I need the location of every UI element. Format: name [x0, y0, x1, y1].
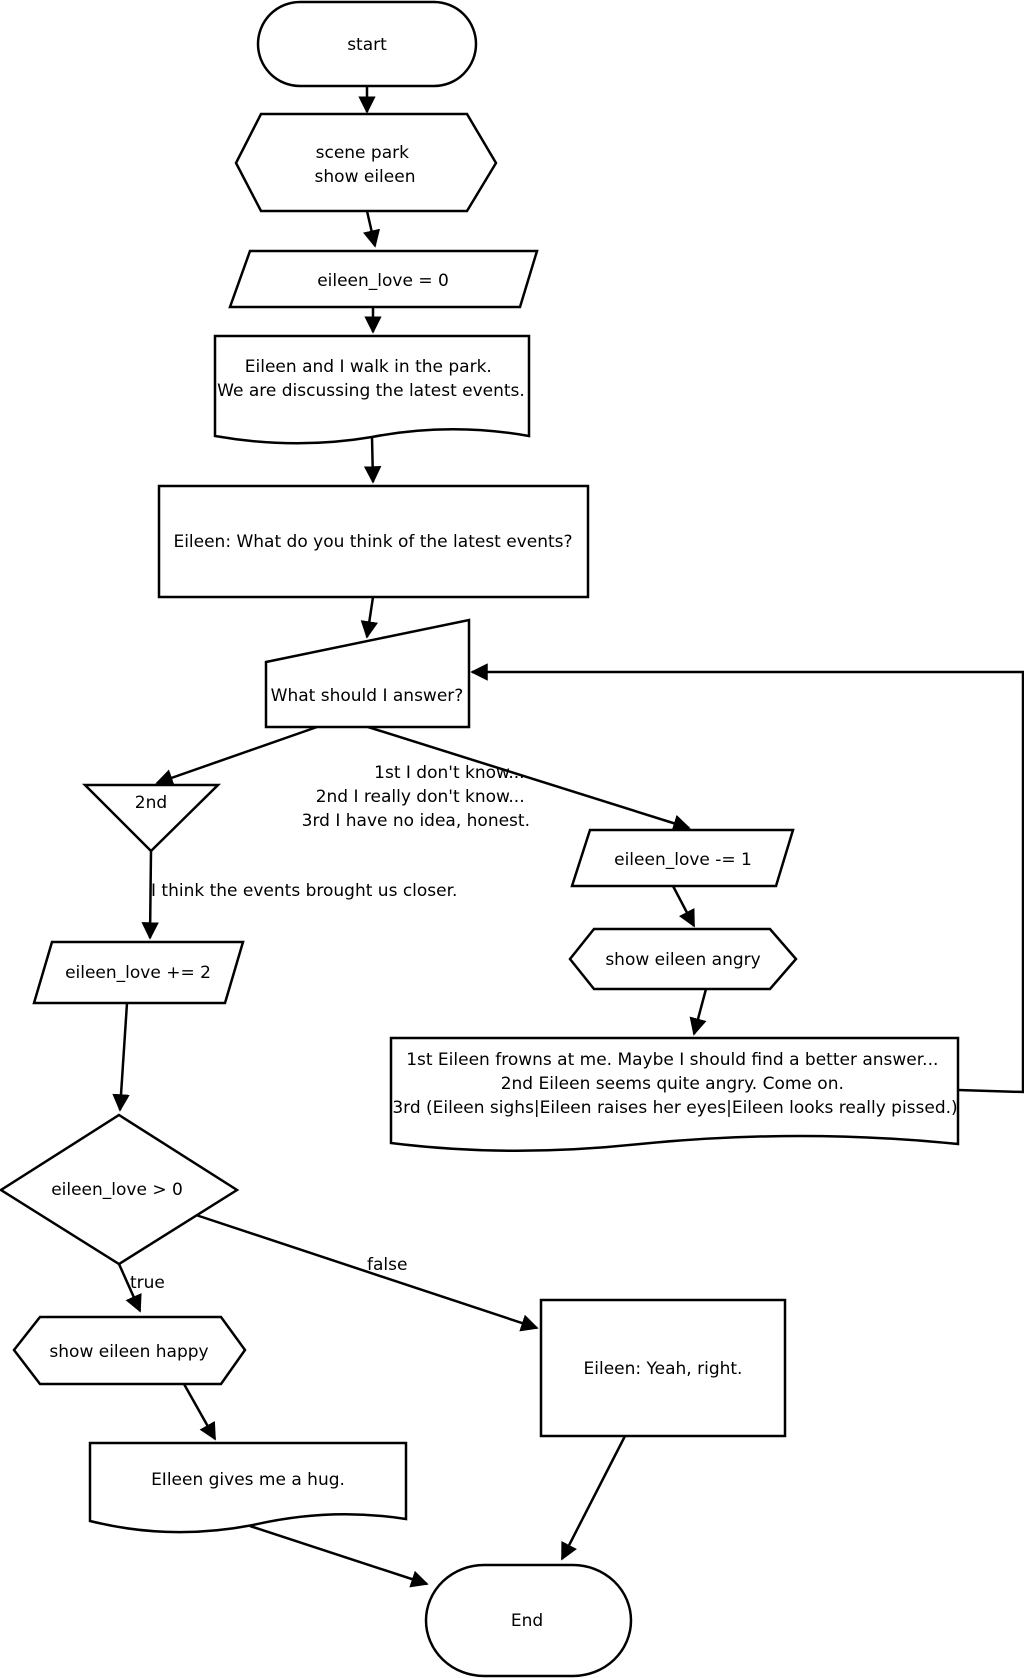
- hug-label: EIleen gives me a hug.: [151, 1470, 345, 1490]
- hug-document: [88, 1441, 408, 1534]
- add-love-parallelogram: [32, 940, 245, 1005]
- edge-label-true: true: [130, 1273, 165, 1293]
- narration-label: Eileen and I walk in the park. We are di…: [217, 357, 525, 401]
- edge-choice-sub-love: [367, 725, 691, 832]
- edge-label-false: false: [367, 1255, 407, 1275]
- second-label: 2nd: [135, 793, 167, 813]
- edge-sub-love-angry: [671, 885, 696, 928]
- node-labels: start scene park show eileen eileen_love…: [49, 35, 957, 1631]
- edge-yeah-end: [560, 1435, 627, 1561]
- sub-love-parallelogram: [570, 828, 795, 888]
- start-terminal: [256, 0, 478, 88]
- edge-happy-hug: [182, 1383, 217, 1441]
- start-label: start: [347, 35, 387, 55]
- nodes: [0, 0, 960, 1678]
- angry-label: show eileen angry: [605, 950, 760, 970]
- frowns-label: 1st Eileen frowns at me. Maybe I should …: [392, 1050, 957, 1118]
- frowns-document: [389, 1036, 960, 1152]
- second-triangle: [81, 783, 222, 853]
- check-decision-diamond: [0, 1113, 240, 1266]
- edge-add-love-check: [112, 1002, 130, 1112]
- happy-label: show eileen happy: [49, 1342, 208, 1362]
- scene-hexagon: [234, 112, 498, 213]
- check-label: eileen_love > 0: [51, 1180, 183, 1200]
- choice-label: What should I answer?: [271, 686, 464, 706]
- end-terminal: [424, 1563, 633, 1678]
- add-love-label: eileen_love += 2: [65, 963, 211, 983]
- edge-labels: 1st I don't know... 2nd I really don't k…: [130, 763, 530, 1293]
- narration-document: [213, 334, 531, 445]
- question-label: Eileen: What do you think of the latest …: [173, 532, 572, 552]
- edge-label-dont-know: 1st I don't know... 2nd I really don't k…: [302, 763, 530, 831]
- edge-scene-init-love: [362, 210, 381, 248]
- init-love-parallelogram: [228, 249, 539, 309]
- edge-second-add-love: [141, 850, 159, 940]
- scene-label: scene park show eileen: [315, 143, 416, 187]
- end-label: End: [511, 1611, 543, 1631]
- yeah-process: [539, 1298, 787, 1438]
- edge-hug-end: [249, 1524, 429, 1588]
- question-process: [157, 484, 590, 599]
- edge-choice-second: [155, 725, 318, 787]
- yeah-label: Eileen: Yeah, right.: [584, 1359, 743, 1379]
- happy-hexagon: [12, 1315, 247, 1386]
- edge-narration-question: [363, 436, 382, 484]
- edge-label-closer: I think the events brought us closer.: [151, 881, 457, 901]
- edge-question-choice: [360, 596, 378, 639]
- edge-frowns-loop-back: [470, 663, 1024, 1094]
- edge-check-yeah: [195, 1213, 539, 1332]
- angry-hexagon: [568, 927, 798, 991]
- edge-check-happy: [117, 1263, 142, 1313]
- edge-angry-frowns: [689, 988, 708, 1036]
- choice-manual-input: [264, 618, 471, 729]
- sub-love-label: eileen_love -= 1: [614, 850, 752, 870]
- init-love-label: eileen_love = 0: [317, 271, 449, 291]
- edges: [112, 86, 1024, 1588]
